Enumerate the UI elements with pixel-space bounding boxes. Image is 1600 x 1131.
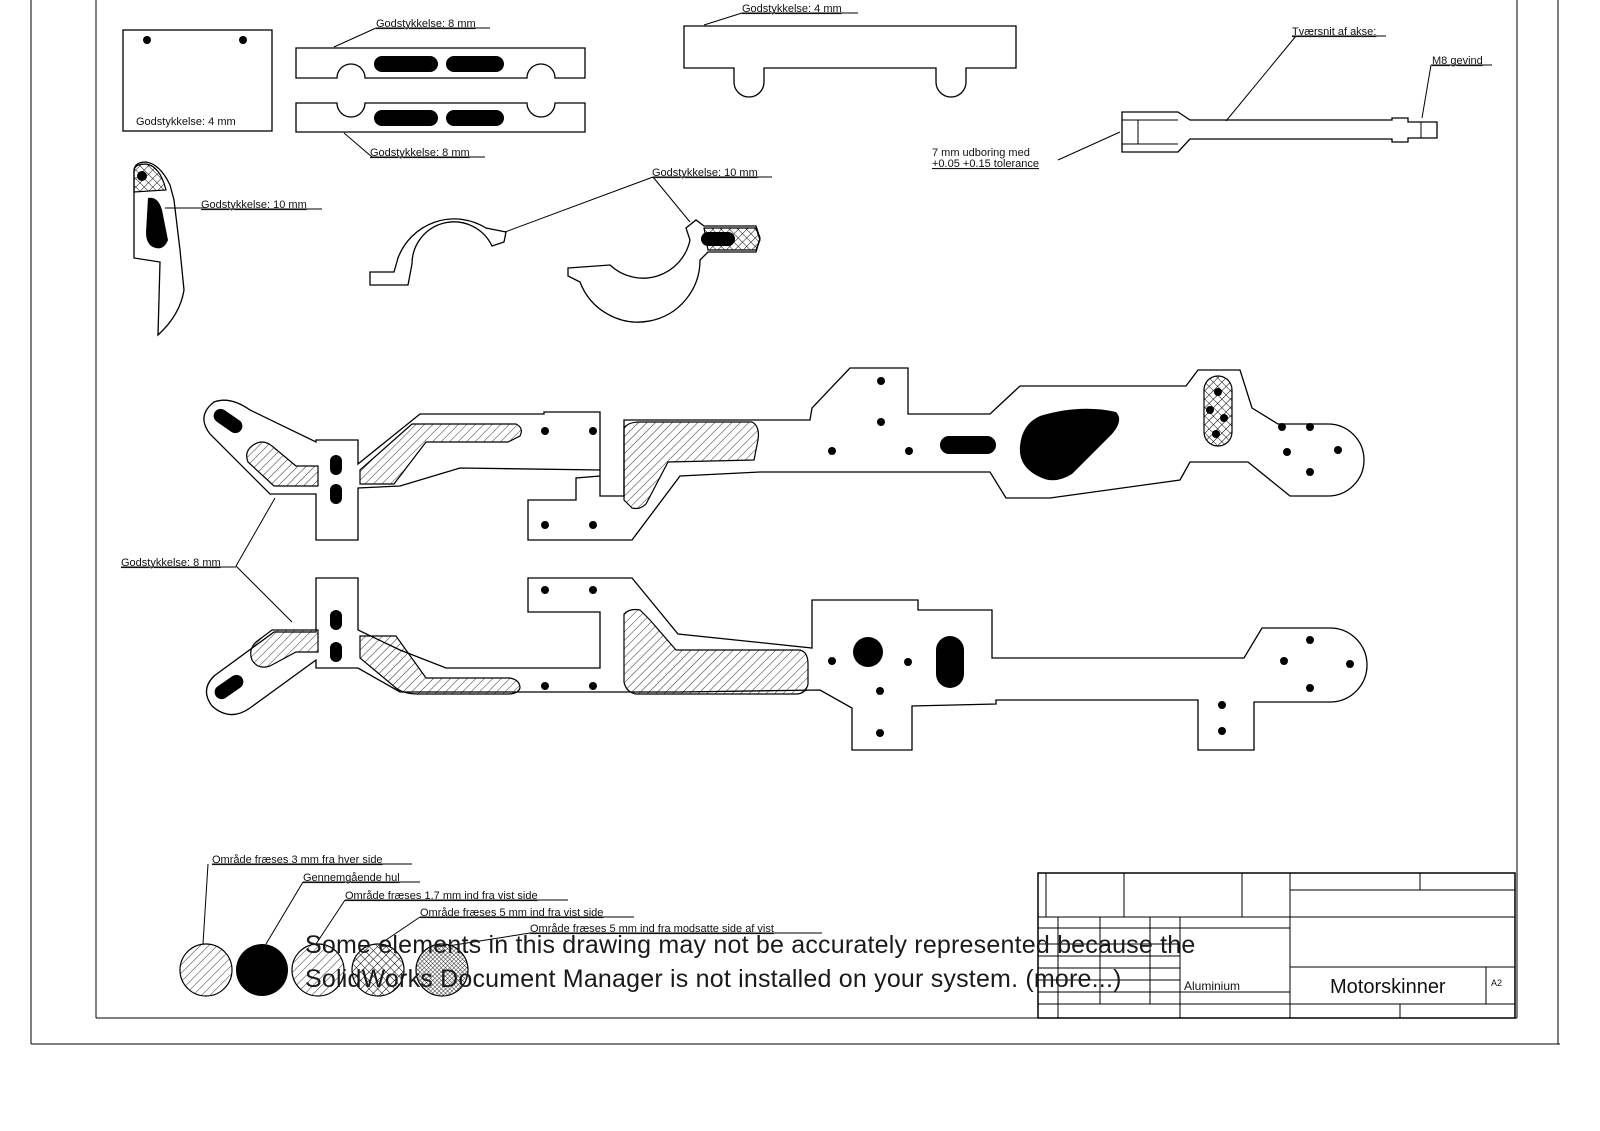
bar-top-thickness-label: Godstykkelse: 8 mm bbox=[376, 18, 476, 30]
lever-thickness-label: Godstykkelse: 10 mm bbox=[201, 199, 307, 211]
slotted-bar-top: Godstykkelse: 8 mm bbox=[295, 18, 586, 79]
sheet-size: A2 bbox=[1491, 978, 1502, 988]
bar-bottom-thickness-label: Godstykkelse: 8 mm bbox=[370, 147, 470, 159]
bore-label-line2: +0.05 +0.15 tolerance bbox=[932, 158, 1039, 170]
bar-4mm: Godstykkelse: 4 mm bbox=[683, 3, 1017, 98]
warning-line-2[interactable]: SolidWorks Document Manager is not insta… bbox=[305, 965, 1122, 993]
clamp-thickness-label: Godstykkelse: 10 mm bbox=[652, 167, 758, 179]
document-manager-warning[interactable]: Some elements in this drawing may not be… bbox=[305, 928, 1405, 996]
title-block: Aluminium Motorskinner A2 bbox=[1037, 872, 1516, 1019]
legend-swatch-hatch bbox=[179, 943, 233, 997]
legend-label-0: Område fræses 3 mm fra hver side bbox=[212, 854, 383, 866]
drawing-title: Motorskinner bbox=[1330, 976, 1446, 998]
rails-thickness-label: Godstykkelse: 8 mm bbox=[121, 557, 221, 569]
axle-section-label: Tværsnit af akse: bbox=[1292, 26, 1376, 38]
legend-swatch-fine bbox=[291, 943, 345, 997]
clamp-left bbox=[369, 218, 507, 286]
rails-thickness-callout: Godstykkelse: 8 mm bbox=[121, 497, 293, 623]
plate-thickness-label: Godstykkelse: 4 mm bbox=[136, 116, 236, 128]
motor-rail-upper bbox=[203, 367, 1365, 541]
material-label: Aluminium bbox=[1184, 979, 1240, 993]
legend: Område fræses 3 mm fra hver side Gennemg… bbox=[179, 854, 822, 997]
legend-label-2: Område fræses 1.7 mm ind fra vist side bbox=[345, 890, 538, 902]
slotted-bar-bottom: Godstykkelse: 8 mm bbox=[295, 102, 586, 159]
warning-line-1: Some elements in this drawing may not be… bbox=[305, 931, 1196, 959]
lever-10mm: Godstykkelse: 10 mm bbox=[133, 161, 322, 337]
axle-section: Tværsnit af akse: M8 gevind 7 mm udborin… bbox=[932, 26, 1492, 170]
legend-label-4: Område fræses 5 mm ind fra modsatte side… bbox=[530, 923, 774, 935]
clamp-right: Godstykkelse: 10 mm bbox=[504, 167, 772, 323]
legend-label-1: Gennemgående hul bbox=[303, 872, 400, 884]
sheet-border bbox=[30, 0, 1560, 1045]
motor-rail-lower bbox=[205, 577, 1368, 751]
legend-swatch-dense bbox=[415, 943, 469, 997]
legend-swatch-solid bbox=[236, 944, 288, 996]
legend-swatch-cross bbox=[351, 943, 405, 997]
plate-4mm: Godstykkelse: 4 mm bbox=[122, 29, 273, 132]
bar-4mm-thickness-label: Godstykkelse: 4 mm bbox=[742, 3, 842, 15]
m8-thread-label: M8 gevind bbox=[1432, 55, 1483, 67]
legend-label-3: Område fræses 5 mm ind fra vist side bbox=[420, 907, 603, 919]
bore-label-line1: 7 mm udboring med bbox=[932, 147, 1030, 159]
